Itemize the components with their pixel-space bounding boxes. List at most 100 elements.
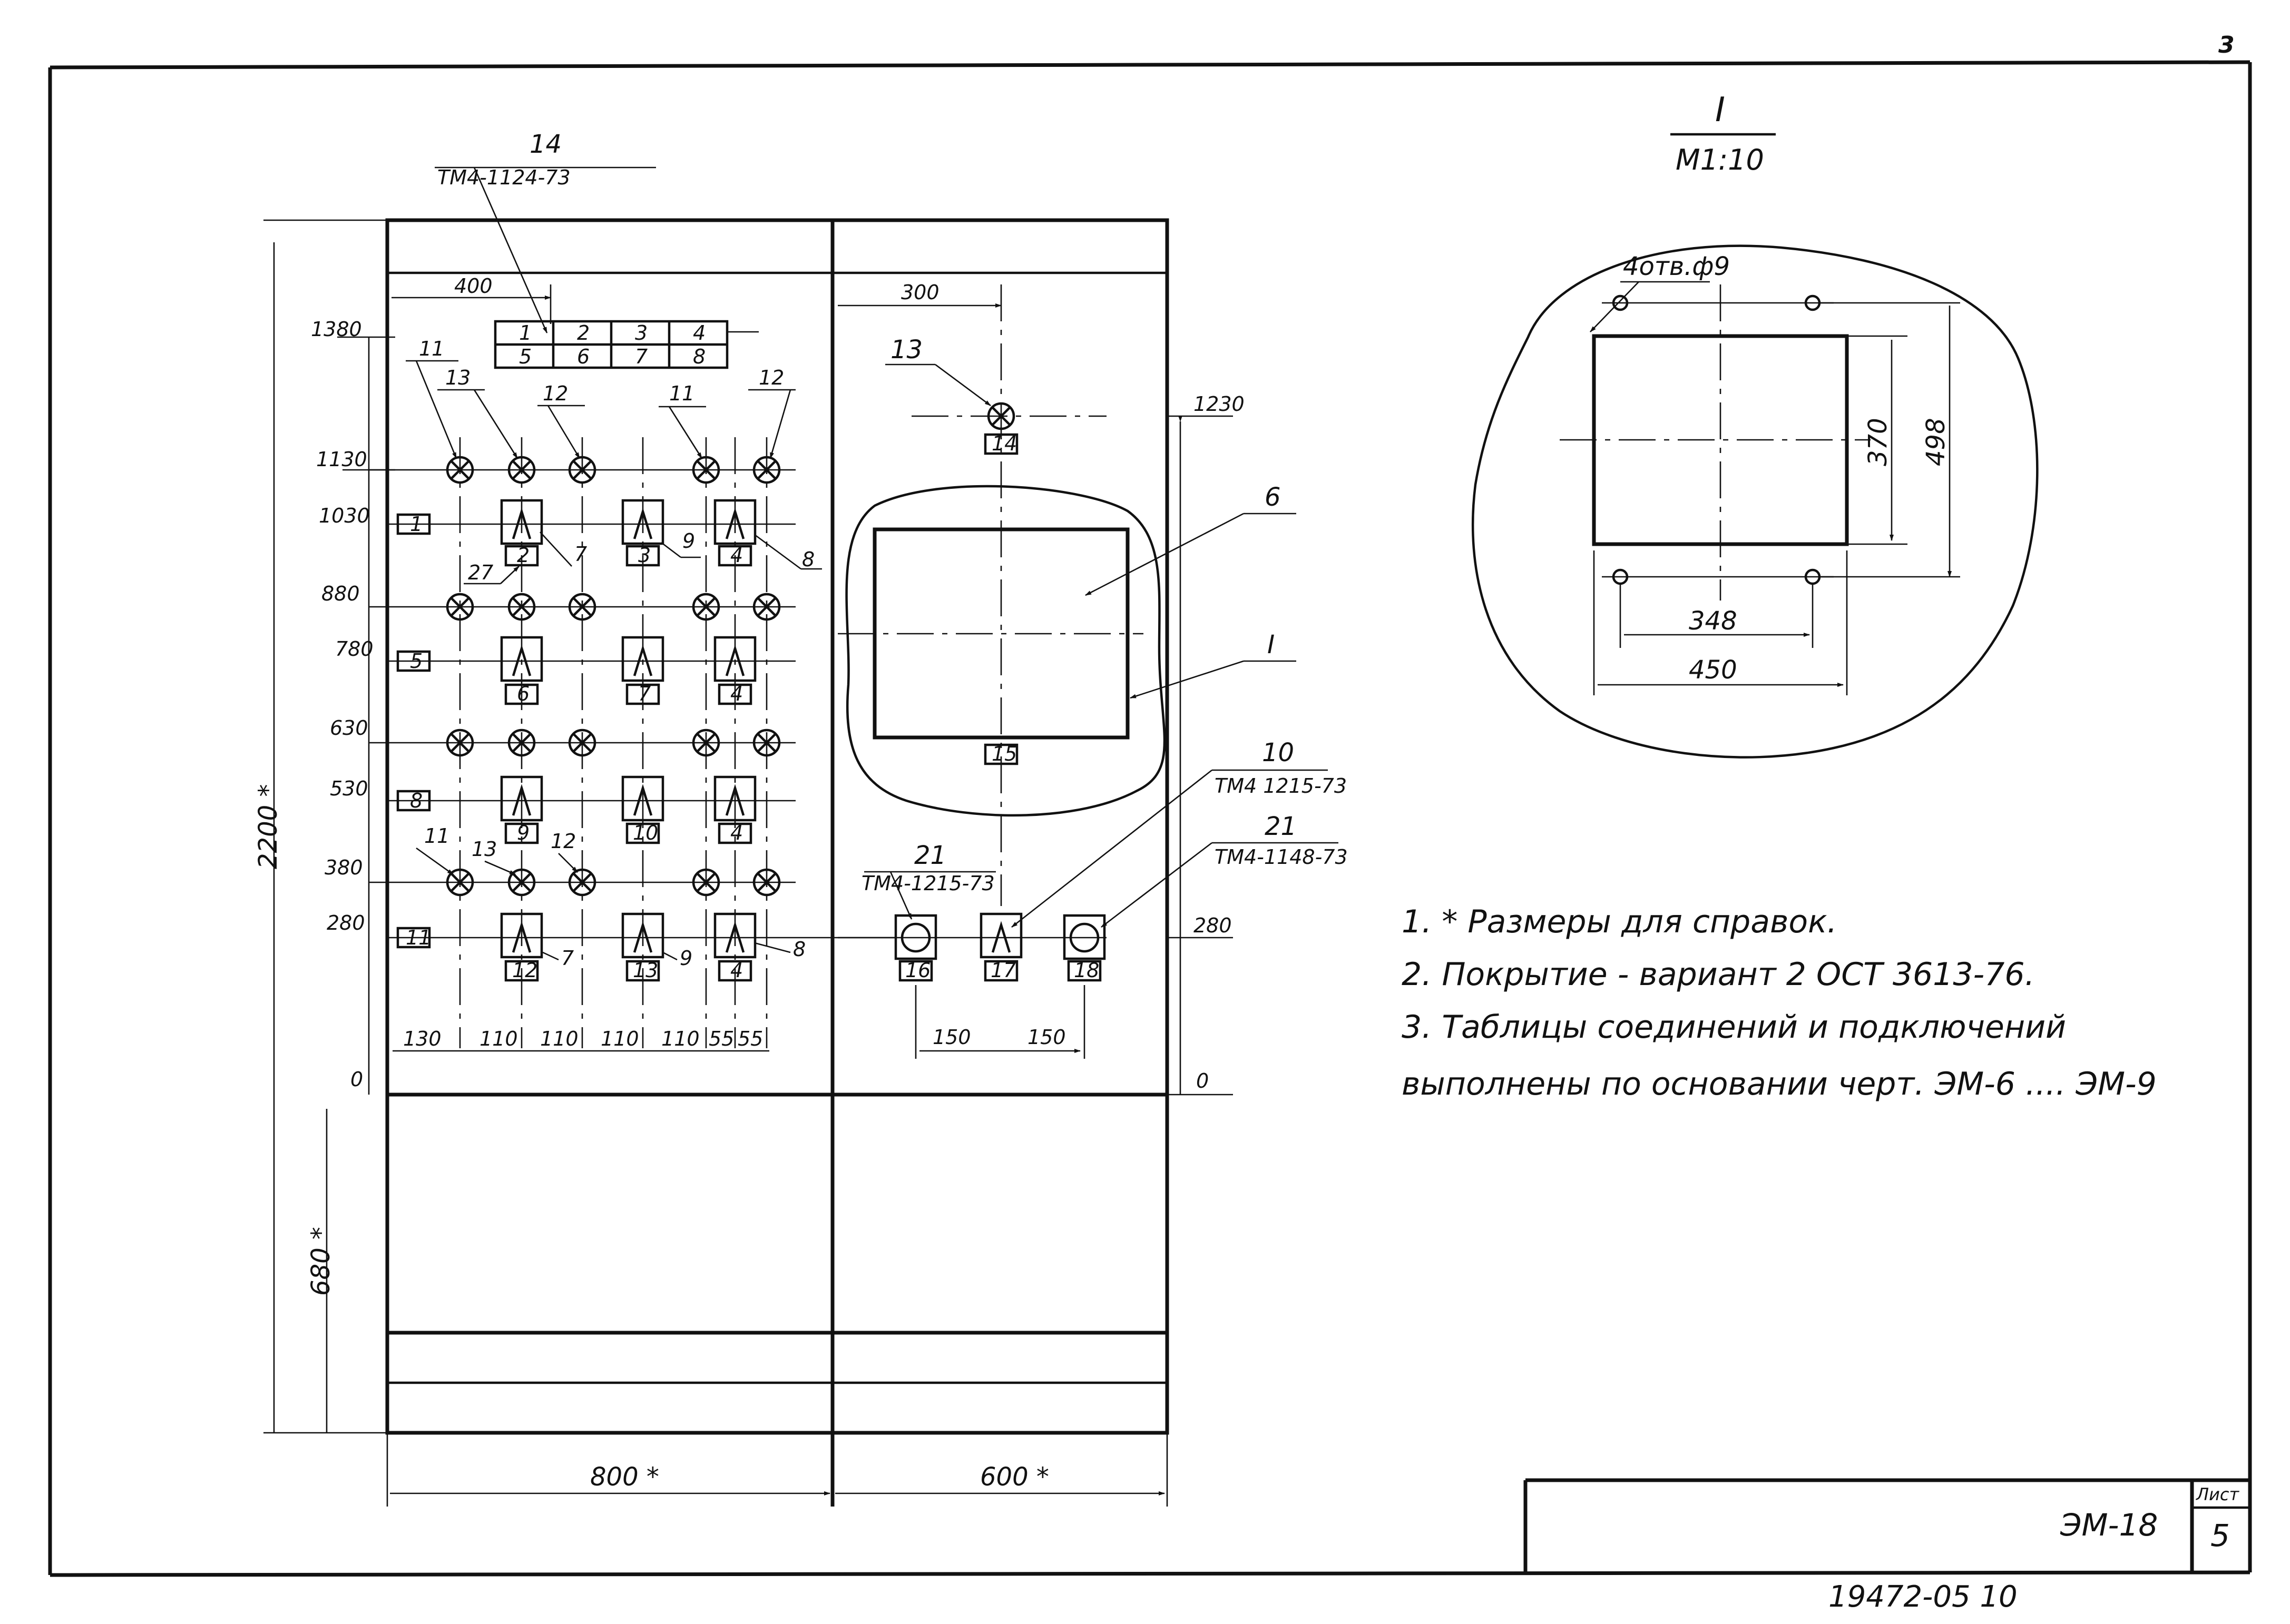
level-530: 530: [330, 777, 368, 800]
detail-outline: [1471, 244, 2039, 759]
callout-13-right: 13: [890, 335, 923, 365]
table-cell: 8: [693, 345, 706, 368]
callout-21b: 21: [1265, 812, 1297, 841]
callouts-mid: 27 7 9 8: [464, 529, 822, 585]
level-280-right: 280: [1193, 914, 1232, 937]
detail-348: 348: [1689, 606, 1737, 636]
spacing-dimensions: 130 110 110 110 110 55 55: [393, 1027, 769, 1052]
width-right: 600 *: [980, 1462, 1049, 1492]
module-tag: 4: [730, 544, 743, 567]
callout-9: 9: [682, 529, 695, 553]
level-380: 380: [325, 856, 363, 879]
detail-holes: 4отв.ф9: [1623, 252, 1730, 281]
device-tag: 18: [1074, 959, 1099, 982]
spacing-dim: 110: [661, 1027, 700, 1050]
callout-21a-doc: ТМ4-1215-73: [862, 872, 995, 895]
spacing-dim: 110: [601, 1027, 639, 1050]
spacing-dim: 110: [540, 1027, 579, 1050]
callout-27: 27: [468, 561, 493, 584]
dim-300: 300: [901, 281, 940, 304]
detail-label: I: [1715, 91, 1725, 130]
module-tag: 4: [730, 821, 743, 844]
sheet-header: Лист: [2196, 1484, 2239, 1504]
callout-12c: 12: [551, 830, 576, 853]
height-base: 680 *: [306, 1227, 336, 1296]
note-3: 3. Таблицы соединений и подключений: [1402, 1009, 2066, 1046]
module-tag: 4: [730, 959, 743, 982]
detail-scale: М1:10: [1676, 143, 1764, 176]
level-280: 280: [327, 911, 365, 934]
table-cell: 6: [577, 345, 590, 368]
callout-8b: 8: [793, 938, 806, 961]
callout-12b: 12: [759, 366, 784, 389]
dim-150a: 150: [933, 1026, 971, 1049]
tag-14: 14: [992, 432, 1017, 455]
sheet-number: 5: [2210, 1518, 2230, 1553]
module-tag: 3: [638, 544, 651, 567]
leader-14-label: 14: [530, 130, 562, 159]
level-880: 880: [321, 582, 360, 605]
dim-400: 400: [454, 274, 493, 298]
archive-number: 19472-05 10: [1828, 1580, 2018, 1614]
sheet-frame: [48, 60, 2252, 1577]
title-block: Лист ЭМ-18 5: [1523, 1478, 2250, 1574]
row-tag: 11: [406, 926, 431, 949]
device-tag: 16: [905, 959, 931, 982]
meter-row-530: 9 10 4: [502, 777, 755, 844]
callouts-row-380: 11 13 12: [416, 824, 578, 875]
callout-12: 12: [543, 382, 568, 405]
panel-left: 14 ТМ4-1124-73 400 1 2 3 4 5 6 7 8 2200 …: [253, 130, 1169, 1507]
module-tag: 7: [638, 682, 651, 705]
level-1130: 1130: [316, 448, 367, 471]
connector-table: 1 2 3 4 5 6 7 8: [494, 320, 729, 369]
level-labels: 1380 1130 1030 880 780 630 530 380 280 0: [311, 318, 395, 1091]
module-tag: 4: [730, 682, 743, 705]
spacing-dim: 55: [709, 1027, 734, 1050]
level-780: 780: [335, 637, 374, 661]
table-cell: 1: [519, 321, 532, 345]
level-630: 630: [330, 716, 368, 740]
note-4: выполнены по основании черт. ЭМ-6 .... Э…: [1402, 1066, 2157, 1103]
drawing-code: ЭМ-18: [2060, 1507, 2158, 1543]
switch-16: 16: [894, 914, 937, 982]
meter-row-780: 6 7 4: [502, 637, 755, 705]
callout-10: 10: [1262, 738, 1294, 767]
table-cell: 2: [577, 321, 590, 345]
callout-11c: 11: [424, 824, 449, 848]
detail-450: 450: [1689, 655, 1737, 685]
meter-row-280: 12 13 4: [502, 914, 755, 982]
level-0-right: 0: [1196, 1069, 1209, 1092]
row-tag: 5: [410, 649, 423, 673]
module-tag: 6: [517, 682, 530, 705]
device-tag: 17: [991, 959, 1016, 982]
level-0: 0: [350, 1068, 363, 1091]
row-tags: 1 5 8 11: [398, 513, 431, 949]
callout-7: 7: [574, 543, 587, 566]
row-tag: 1: [410, 513, 423, 536]
callout-13c: 13: [472, 838, 497, 861]
callout-13: 13: [445, 366, 471, 389]
callout-11b: 11: [669, 382, 694, 405]
switch-18: 18: [1063, 914, 1106, 982]
height-total: 2200 *: [253, 784, 283, 869]
callout-9b: 9: [680, 947, 692, 970]
callout-11: 11: [419, 337, 444, 360]
module-tag: 9: [517, 821, 530, 844]
callout-8: 8: [802, 548, 815, 571]
table-cell: 5: [519, 345, 532, 368]
row-tag: 8: [410, 789, 423, 812]
detail-370: 370: [1863, 418, 1893, 466]
callout-10-doc: ТМ4 1215-73: [1215, 774, 1347, 798]
meter-row-1030: 2 3 4: [502, 500, 755, 567]
callouts-top: 11 13 12 11 12: [406, 337, 796, 459]
meter-17: 17: [981, 914, 1021, 982]
note-1: 1. * Размеры для справок.: [1402, 903, 1837, 940]
module-tag: 10: [633, 821, 658, 844]
level-1230: 1230: [1193, 392, 1245, 416]
callout-21b-doc: ТМ4-1148-73: [1215, 845, 1348, 869]
module-tag: 2: [517, 544, 530, 567]
cutout-outline: [845, 485, 1166, 817]
spacing-dim: 110: [479, 1027, 518, 1050]
leader-14-doc: ТМ4-1124-73: [437, 166, 571, 189]
